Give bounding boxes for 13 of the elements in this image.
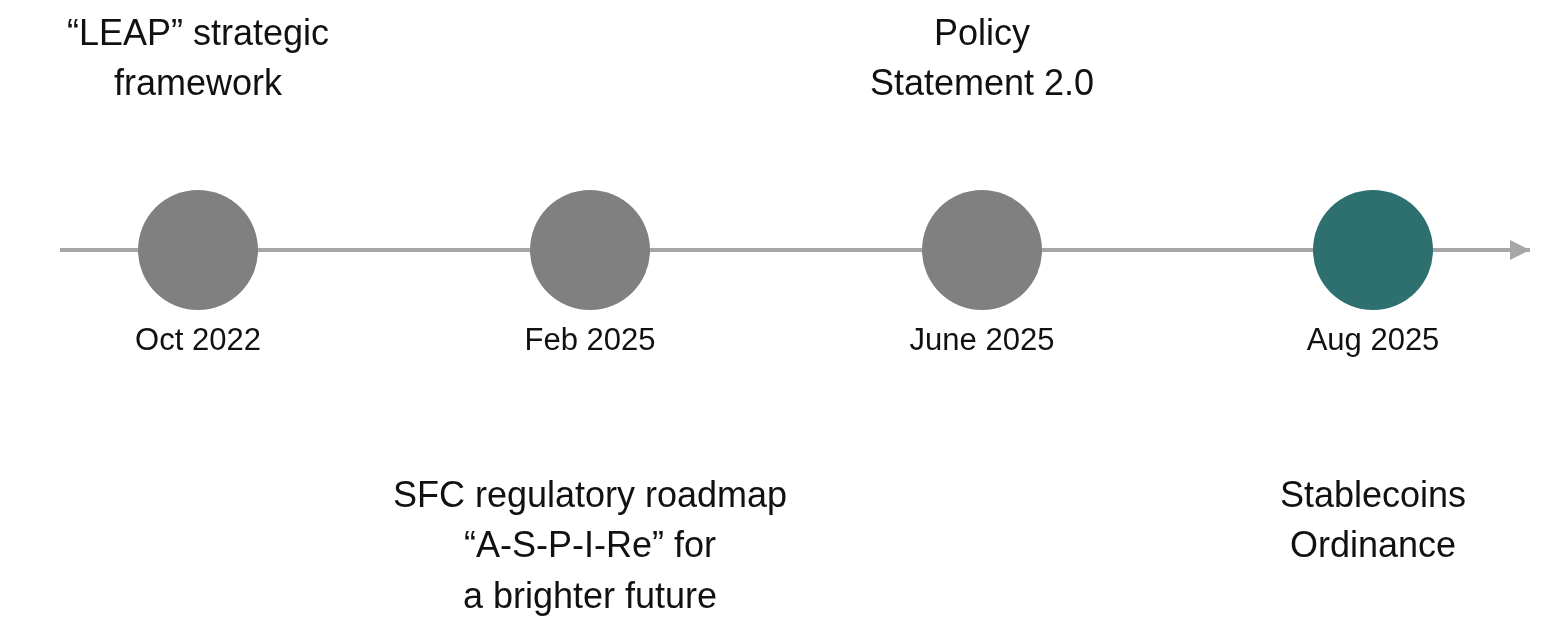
timeline-line [650, 248, 922, 252]
timeline-line [258, 248, 530, 252]
event-text: Policy Statement 2.0 [868, 11, 1096, 106]
event-text: SFC regulatory roadmap “A-S-P-I-Re” for a brighter future [391, 473, 789, 618]
timeline-arrow [1433, 240, 1530, 260]
event-text: Stablecoins Ordinance [1278, 473, 1468, 568]
event-text: “LEAP” strategic framework [65, 11, 331, 106]
date-label: Feb 2025 [523, 321, 657, 359]
date-label: Aug 2025 [1305, 321, 1441, 359]
timeline-line [60, 248, 138, 252]
date-label: Oct 2022 [134, 321, 262, 359]
timeline-line [1042, 248, 1313, 252]
date-label: June 2025 [908, 321, 1056, 359]
